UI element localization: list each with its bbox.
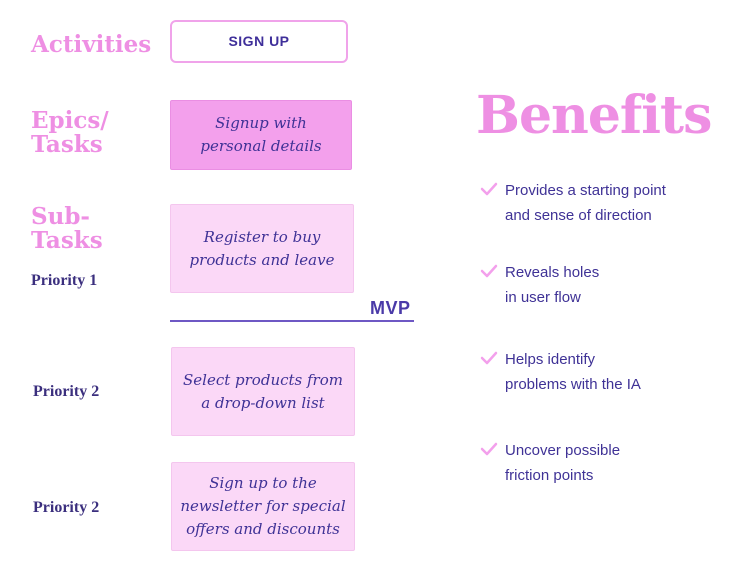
subtask-card-register: Register to buy products and leave — [170, 204, 354, 293]
benefit-text: Reveals holes in user flow — [505, 264, 600, 306]
mvp-label: MVP — [370, 298, 411, 318]
subtask-card-newsletter: Sign up to the newsletter for special of… — [171, 462, 355, 551]
benefit-text: Uncover possible friction points — [505, 442, 621, 484]
row-label-epics-tasks: Epics/ Tasks — [31, 107, 109, 158]
checkmark-icon — [480, 182, 498, 196]
benefit-text: Provides a starting point and sense of d… — [505, 182, 666, 224]
checkmark-icon — [480, 442, 498, 456]
row-label-sub-tasks: Sub- Tasks — [31, 203, 103, 254]
benefits-title: Benefits — [476, 85, 712, 146]
checkmark-icon — [480, 351, 498, 365]
mvp-divider — [170, 320, 414, 322]
row-label-activities: Activities — [31, 31, 152, 58]
checkmark-icon — [480, 264, 498, 278]
priority-2-label-secondary: Priority 2 — [33, 499, 100, 516]
epic-card-signup-personal-details: Signup with personal details — [170, 100, 352, 170]
activity-card-sign-up: SIGN UP — [170, 20, 348, 63]
benefit-text: Helps identify problems with the IA — [505, 351, 641, 393]
subtask-card-select-products: Select products from a drop-down list — [171, 347, 355, 436]
priority-1-label: Priority 1 — [31, 272, 98, 289]
priority-2-label: Priority 2 — [33, 383, 100, 400]
